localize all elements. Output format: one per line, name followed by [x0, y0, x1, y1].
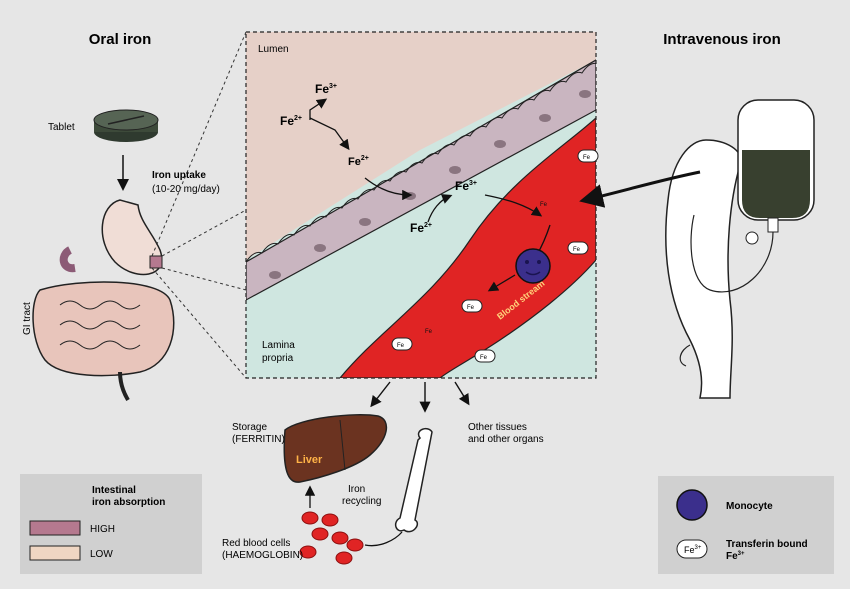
other-tissues-1: Other tissues: [468, 422, 527, 433]
zoom-connector: [151, 31, 247, 379]
legend-transferrin-icon: [676, 539, 708, 559]
svg-text:Fe: Fe: [397, 343, 405, 349]
lumen-label: Lumen: [258, 44, 289, 55]
gi-tract-label: GI tract: [22, 302, 33, 335]
absorption-legend: Intestinal iron absorption HIGH LOW: [20, 474, 202, 574]
cell-legend: Monocyte Fe3+ Transferin bound Fe3+: [658, 476, 834, 574]
other-tissues-2: and other organs: [468, 434, 544, 445]
legend-badge-text: Fe3+: [684, 545, 702, 555]
legend-transferrin-1: Transferin bound: [726, 539, 808, 550]
legend-low-label: LOW: [90, 549, 113, 560]
legend-low-swatch: [29, 545, 81, 561]
stomach-icon: [59, 199, 163, 276]
svg-text:Fe: Fe: [425, 329, 433, 335]
oral-iron-title: Oral iron: [89, 31, 152, 48]
legend-title-2: iron absorption: [92, 497, 165, 508]
tablet-icon: [93, 109, 159, 142]
lumen-region: [246, 32, 596, 260]
uptake-amount: (10-20 mg/day): [152, 184, 220, 195]
svg-text:Fe: Fe: [467, 305, 475, 311]
fe2-lumen: Fe2+: [280, 114, 302, 128]
iv-arrow: [579, 170, 701, 208]
liver-label: Liver: [296, 454, 323, 466]
arm-icon: [665, 139, 742, 399]
legend-monocyte-icon: [676, 489, 708, 521]
iv-bag-icon: [690, 99, 815, 293]
zoom-panel: [246, 32, 596, 378]
storage-label-1: Storage: [232, 422, 267, 433]
legend-transferrin-2: Fe3+: [726, 551, 745, 562]
rbc-label-2: (HAEMOGLOBIN): [222, 550, 303, 561]
fe2-lamina: Fe2+: [410, 221, 432, 235]
fe3-lamina: Fe3+: [455, 179, 477, 193]
uptake-title: Iron uptake: [152, 170, 206, 181]
monocyte-icon: [515, 248, 551, 284]
intestine-icon: [32, 281, 175, 402]
storage-label-2: (FERRITIN): [232, 434, 285, 445]
recycling-label-1: Iron: [348, 484, 365, 495]
red-blood-cells-icon: [299, 511, 364, 565]
fe2-villi: Fe2+: [348, 155, 369, 168]
fe3-lumen: Fe3+: [315, 82, 337, 96]
legend-high-label: HIGH: [90, 524, 115, 535]
lamina-label-2: propria: [262, 353, 294, 364]
legend-monocyte-label: Monocyte: [726, 501, 773, 512]
legend-title-1: Intestinal: [92, 485, 136, 496]
recycling-label-2: recycling: [342, 496, 381, 507]
vessel-exit-arrows: [370, 381, 470, 413]
blood-vessel: [339, 117, 596, 378]
iron-flow-arrows: [309, 98, 551, 292]
svg-text:Fe: Fe: [573, 247, 581, 253]
tablet-label: Tablet: [48, 122, 75, 133]
transferrin-badges: Fe Fe Fe Fe Fe Fe Fe: [391, 149, 599, 363]
svg-text:Fe: Fe: [540, 202, 548, 208]
rbc-to-bone-line: [364, 531, 403, 547]
legend-high-swatch: [29, 520, 81, 536]
zoom-border: [245, 31, 597, 379]
svg-text:Fe: Fe: [480, 355, 488, 361]
iv-iron-title: Intravenous iron: [663, 31, 781, 48]
lamina-label-1: Lamina: [262, 340, 295, 351]
rbc-label-1: Red blood cells: [222, 538, 290, 549]
liver-icon: [283, 414, 388, 483]
svg-text:Fe: Fe: [583, 155, 591, 161]
bone-icon: [394, 427, 433, 533]
